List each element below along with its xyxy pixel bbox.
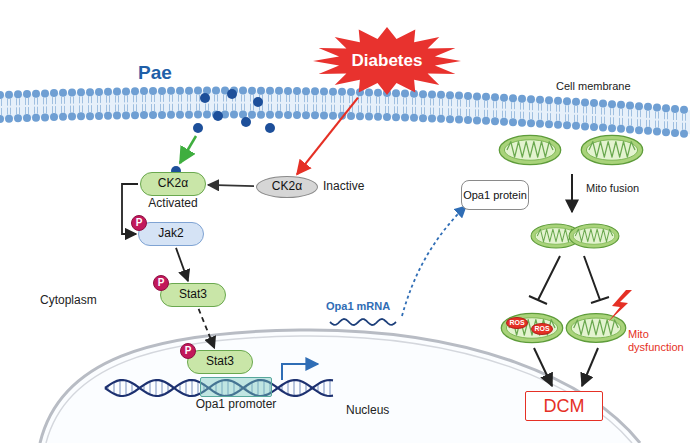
node-text: Stat3 [206,355,234,369]
node-text: P [136,217,143,229]
node-text: P [185,345,192,357]
pathway-arrow [176,248,188,281]
cell-membrane [0,87,690,138]
protein-box: Opa1 protein [461,180,529,210]
node-caption: Opa1 promoter [196,398,277,412]
node-text: Stat3 [179,288,207,302]
pathway-arrow [199,309,215,348]
lightning-symbol [608,290,632,322]
outcome-arrow [534,348,552,386]
active-kinase: CK2αActivated [140,172,206,196]
region-label: Nucleus [346,404,389,418]
outcome-label: Mito dysfunction [628,328,686,353]
region-label: Cytoplasm [40,294,97,308]
pathway-arrow [297,98,358,175]
mrna-strand [330,319,396,325]
node-text: CK2α [272,180,302,194]
inhibition-line [529,256,560,304]
process-label: Mito fusion [586,182,639,195]
node-text: ROS [509,319,524,327]
drug-label: Pae [138,62,172,84]
inhibition-line [584,256,609,303]
node-text: DCM [544,396,585,417]
node-text: ROS [534,325,549,333]
region-label: Cell membrane [556,80,631,93]
translation-arrow [402,206,466,316]
ros-blob: ROS [506,317,528,329]
promoter-box: Opa1 promoter [200,377,272,397]
pathway-arrow [208,185,254,186]
outcome-box: DCM [525,391,603,421]
ros-blob: ROS [531,323,553,335]
mitochondrion [581,135,642,164]
mitochondrion [499,135,560,164]
inactive-kinase: CK2αInactive [256,176,318,198]
fusing-mitochondria [531,224,619,248]
phospho-mark: P [131,215,147,231]
stimulus-burst: Diabetes [312,26,462,96]
node-text: CK2α [158,177,188,191]
node-text: Diabetes [352,51,423,71]
jak2-box: Jak2 [138,222,204,246]
fusion-arrow [571,174,573,212]
node-text: Jak2 [158,227,183,241]
stat3-box: Stat3 [187,350,253,374]
pae-molecules [171,89,275,176]
node-caption: Activated [148,197,197,211]
nucleus-envelope-inner [46,336,632,443]
damaged-mitochondrion [501,313,562,342]
stat3-box: Stat3 [160,283,226,307]
phospho-mark: P [180,343,196,359]
damaged-mitochondrion [566,314,626,343]
transcription-arrow [282,364,318,380]
node-text: Opa1 protein [463,189,527,202]
pae-activation-arrow [180,136,196,163]
outcome-arrow [582,348,598,386]
phospho-mark: P [153,275,169,291]
node-caption: Inactive [323,180,364,194]
node-text: P [158,277,165,289]
nucleus-envelope [40,330,640,443]
transcript-label: Opa1 mRNA [326,300,390,313]
